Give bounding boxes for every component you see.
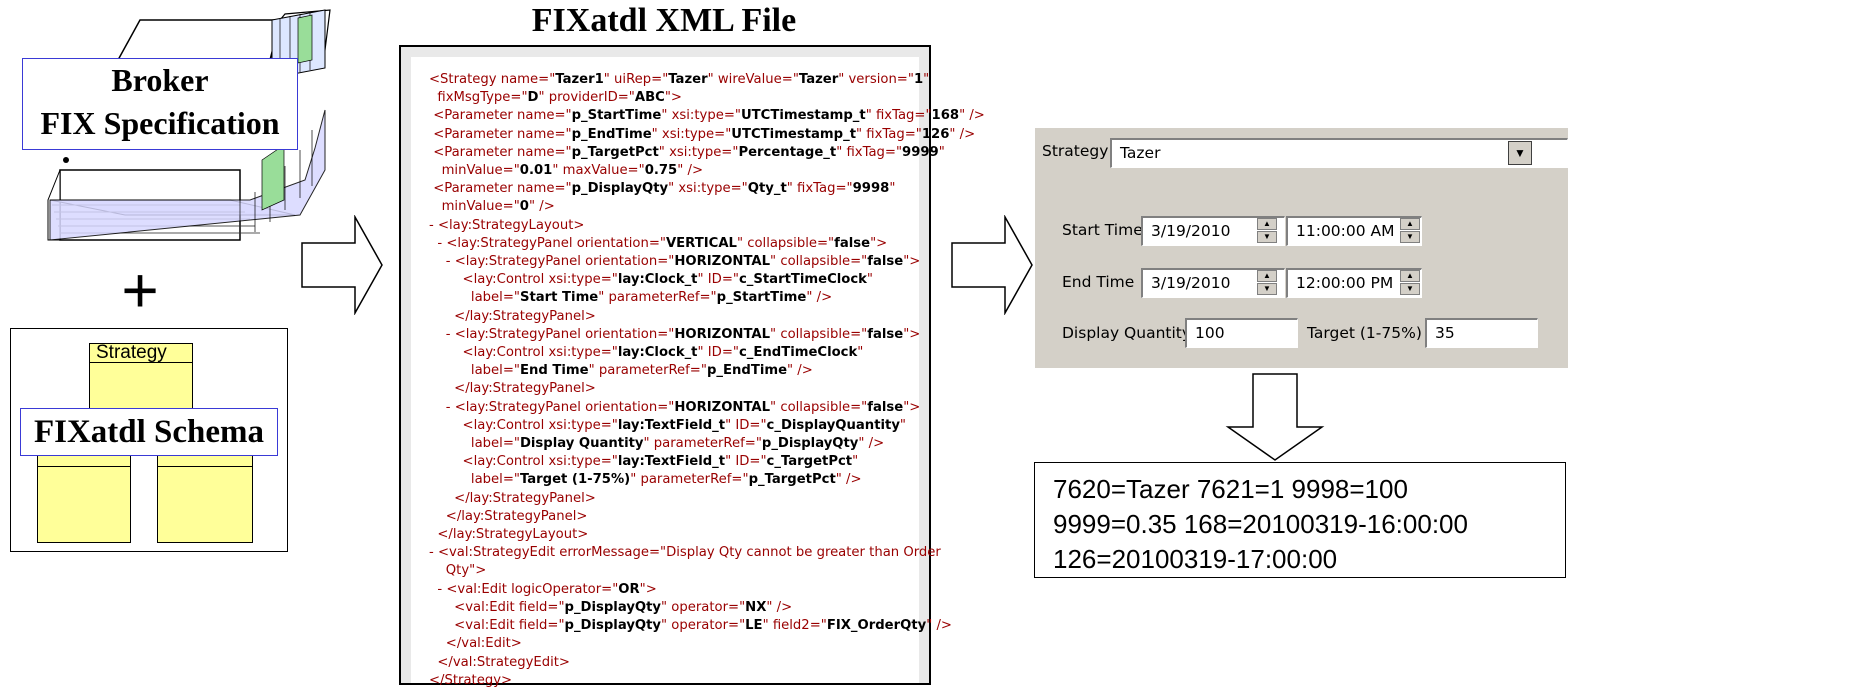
xml-line: </val:Edit> [429,636,522,652]
xml-line: <val:Edit field="p_DisplayQty" operator=… [429,618,952,634]
xml-line: <Parameter name="p_EndTime" xsi:type="UT… [429,126,976,142]
xml-line: label="Start Time" parameterRef="p_Start… [429,290,833,306]
xml-line: - <val:StrategyEdit errorMessage="Displa… [429,545,941,561]
end-date-spinner[interactable]: ▲▼ [1257,270,1277,296]
broker-line1: Broker [111,62,209,98]
strategy-select-value: Tazer [1120,144,1161,162]
xml-title: FIXatdl XML File [531,2,797,39]
end-time-value: 12:00:00 PM [1296,274,1394,292]
target-label: Target (1-75%) [1307,324,1422,342]
strategy-panel: Strategy Tazer ▼ Start Time 3/19/2010 ▲▼… [1035,128,1568,368]
xml-line: <lay:Control xsi:type="lay:TextField_t" … [429,454,859,470]
xml-line: label="Target (1-75%)" parameterRef="p_T… [429,472,862,488]
start-date-value: 3/19/2010 [1151,222,1231,240]
arrow-right-icon [301,215,383,315]
fix-message-line: 7620=Tazer 7621=1 9998=100 [1053,474,1408,504]
display-qty-value: 100 [1195,324,1225,342]
xml-panel: <Strategy name="Tazer1" uiRep="Tazer" wi… [399,45,985,688]
xml-line: </lay:StrategyPanel> [429,490,596,506]
xml-line: - <lay:StrategyLayout> [429,217,585,233]
start-time-input[interactable]: 11:00:00 AM [1286,216,1422,246]
xml-line: fixMsgType="D" providerID="ABC"> [429,90,682,106]
xml-line: minValue="0" /> [429,199,555,215]
xml-line: - <val:Edit logicOperator="OR"> [429,581,657,597]
broker-line2: FIX Specification [40,105,280,141]
start-date-spinner[interactable]: ▲▼ [1257,218,1277,244]
xml-code: <Strategy name="Tazer1" uiRep="Tazer" wi… [429,71,985,690]
xml-line: <lay:Control xsi:type="lay:Clock_t" ID="… [429,272,873,288]
arrow-down-icon [1225,373,1325,461]
fix-message-line: 126=20100319-17:00:00 [1053,544,1338,574]
end-time-spinner[interactable]: ▲▼ [1400,270,1420,296]
xml-line: <Parameter name="p_DisplayQty" xsi:type=… [429,181,896,197]
schema-strategy-title: Strategy [90,343,192,363]
start-time-spinner[interactable]: ▲▼ [1400,218,1420,244]
arrow-right-icon-2 [951,215,1033,315]
xml-line: <lay:Control xsi:type="lay:Clock_t" ID="… [429,345,864,361]
xml-line: </lay:StrategyPanel> [429,508,588,524]
fix-message-line: 9999=0.35 168=20100319-16:00:00 [1053,509,1468,539]
xml-line: minValue="0.01" maxValue="0.75" /> [429,163,703,179]
xml-line: - <lay:StrategyPanel orientation="HORIZO… [429,326,921,342]
xml-line: - <lay:StrategyPanel orientation="HORIZO… [429,399,921,415]
xml-line: <lay:Control xsi:type="lay:TextField_t" … [429,417,906,433]
xml-line: - <lay:StrategyPanel orientation="VERTIC… [429,235,888,251]
plus-sign: + [121,254,159,326]
target-value: 35 [1435,324,1455,342]
xml-line: Qty"> [429,563,487,579]
xml-line: label="Display Quantity" parameterRef="p… [429,436,885,452]
xml-line: - <lay:StrategyPanel orientation="HORIZO… [429,254,921,270]
xml-line: <Parameter name="p_TargetPct" xsi:type="… [429,144,945,160]
xml-line: </lay:StrategyPanel> [429,308,596,324]
chevron-down-icon[interactable]: ▼ [1508,141,1532,165]
xml-line: <Strategy name="Tazer1" uiRep="Tazer" wi… [429,72,930,87]
xml-line: </lay:StrategyPanel> [429,381,596,397]
end-time-input[interactable]: 12:00:00 PM [1286,268,1422,298]
strategy-select[interactable]: Tazer [1110,138,1568,168]
end-time-label: End Time [1062,273,1135,291]
spec-book-icon [47,9,331,241]
start-time-value: 11:00:00 AM [1296,222,1395,240]
end-date-value: 3/19/2010 [1151,274,1231,292]
broker-spec-label: Broker FIX Specification [22,58,298,150]
xml-line: </Strategy> [429,672,513,688]
xml-line: <Parameter name="p_StartTime" xsi:type="… [429,108,985,124]
xml-line: label="End Time" parameterRef="p_EndTime… [429,363,813,379]
target-input[interactable]: 35 [1425,318,1538,348]
schema-label: FIXatdl Schema [20,408,278,456]
start-time-label: Start Time [1062,221,1143,239]
fix-message-output: 7620=Tazer 7621=1 9998=100 9999=0.35 168… [1034,462,1566,578]
display-qty-label: Display Quantity [1062,324,1192,342]
xml-line: </lay:StrategyLayout> [429,527,589,543]
display-qty-input[interactable]: 100 [1185,318,1298,348]
strategy-label: Strategy [1042,142,1109,160]
xml-line: <val:Edit field="p_DisplayQty" operator=… [429,599,793,615]
xml-line: </val:StrategyEdit> [429,654,570,670]
